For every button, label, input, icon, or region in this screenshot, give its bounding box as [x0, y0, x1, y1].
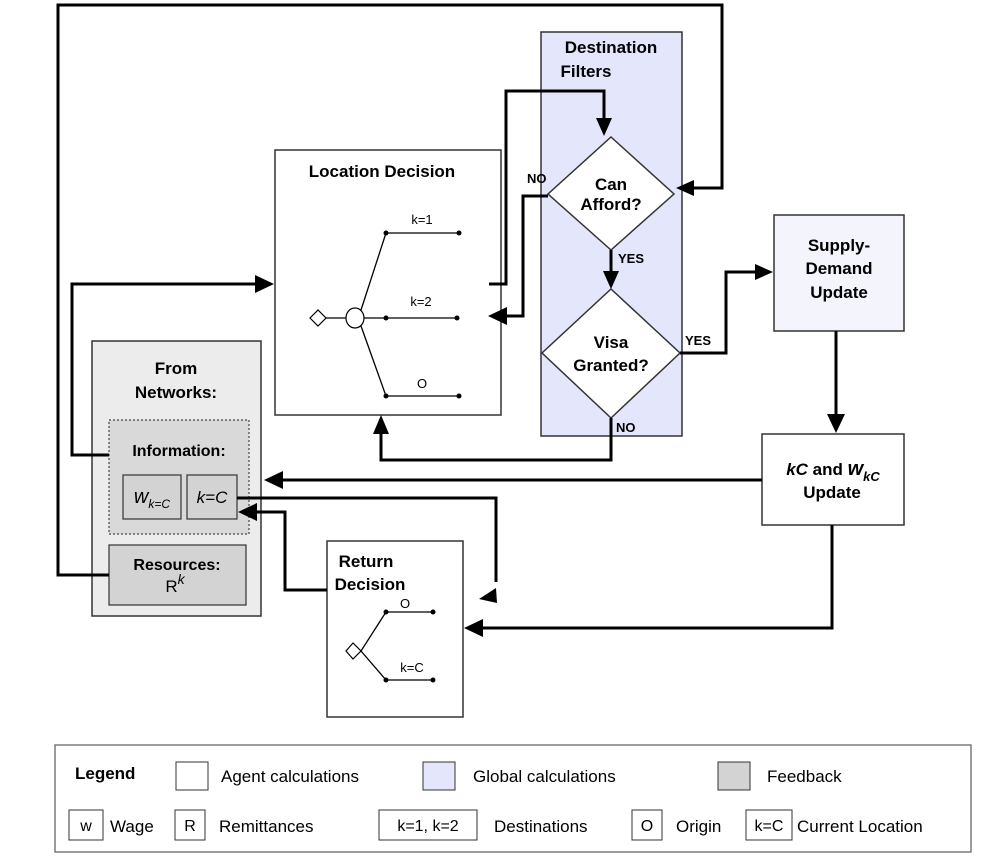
visa-yes-edge-label: YES — [685, 333, 711, 348]
legend-c-key-text: k=C — [755, 818, 784, 835]
visa-granted-label-1: Visa — [594, 333, 629, 352]
return-current-label: k=C — [400, 660, 423, 675]
location-k1-label: k=1 — [411, 212, 432, 227]
location-symbol: k=C — [197, 488, 228, 507]
legend-dest-label: Destinations — [494, 817, 588, 836]
legend-w-key — [68, 809, 104, 841]
return-decision-box — [326, 540, 464, 718]
visa-no-edge-label: NO — [616, 420, 636, 435]
legend-o-label: Origin — [676, 817, 721, 836]
supply-demand-label-2: Demand — [805, 259, 872, 278]
legend-c-key — [745, 809, 793, 841]
return-to-location-line — [256, 510, 327, 592]
information-title: Information: — [132, 443, 225, 460]
legend-o-key-text: O — [641, 818, 653, 835]
destination-filters-title-1: Destination — [565, 38, 658, 57]
legend-title: Legend — [75, 764, 135, 783]
kc-update-label-1: kC and wkC — [786, 458, 880, 484]
afford-no-edge-label: NO — [527, 171, 547, 186]
location-to-afford-line — [489, 89, 606, 286]
afford-no-line — [506, 194, 548, 318]
legend-w-label: Wage — [110, 817, 154, 836]
legend-agent-swatch — [175, 761, 209, 791]
return-decision-label-1: Return — [339, 552, 394, 571]
legend-feedback-label: Feedback — [767, 767, 842, 786]
location-decision-title: Location Decision — [309, 162, 455, 181]
location-tree — [309, 230, 462, 399]
location-to-return-line — [237, 496, 498, 582]
legend-r-key — [174, 809, 206, 841]
legend-global-swatch — [422, 761, 456, 791]
afford-yes-edge-label: YES — [618, 251, 644, 266]
from-networks-label-2: Networks: — [135, 383, 217, 402]
resources-feedback-line — [56, 3, 724, 577]
legend-dest-key — [378, 809, 478, 841]
return-decision-label-2: Decision — [335, 575, 406, 594]
wage-cell — [122, 474, 182, 520]
location-k2-label: k=2 — [410, 294, 431, 309]
legend-r-key-text: R — [184, 818, 196, 835]
destination-filters-title-2: Filters — [560, 62, 611, 81]
legend-o-key — [631, 809, 663, 841]
legend-feedback-swatch — [717, 761, 751, 791]
legend-global-label: Global calculations — [473, 767, 616, 786]
resources-title: Resources: — [133, 557, 220, 574]
wage-symbol: wk=C — [134, 486, 170, 511]
location-origin-label: O — [417, 376, 427, 391]
from-networks-label-1: From — [155, 359, 198, 378]
visa-no-line — [379, 418, 613, 462]
legend-r-label: Remittances — [219, 817, 313, 836]
resources-symbol: Rk — [165, 571, 185, 596]
visa-granted-label-2: Granted? — [573, 356, 649, 375]
can-afford-label-1: Can — [595, 175, 627, 194]
legend-w-key-text: w — [79, 818, 92, 835]
return-tree — [345, 609, 436, 683]
legend-agent-label: Agent calculations — [221, 767, 359, 786]
supply-demand-label-1: Supply- — [808, 236, 870, 255]
supply-demand-label-3: Update — [810, 283, 868, 302]
can-afford-label-2: Afford? — [580, 195, 641, 214]
information-to-location-line — [70, 282, 256, 457]
kc-update-box — [761, 433, 905, 526]
kc-update-label-2: Update — [803, 483, 861, 502]
kc-to-return-line — [482, 525, 834, 630]
supply-demand-box — [773, 214, 905, 332]
legend-dest-key-text: k=1, k=2 — [397, 818, 458, 835]
return-origin-label: O — [400, 596, 410, 611]
location-decision-box — [274, 149, 502, 416]
visa-yes-line — [680, 270, 756, 355]
legend-c-label: Current Location — [797, 817, 923, 836]
